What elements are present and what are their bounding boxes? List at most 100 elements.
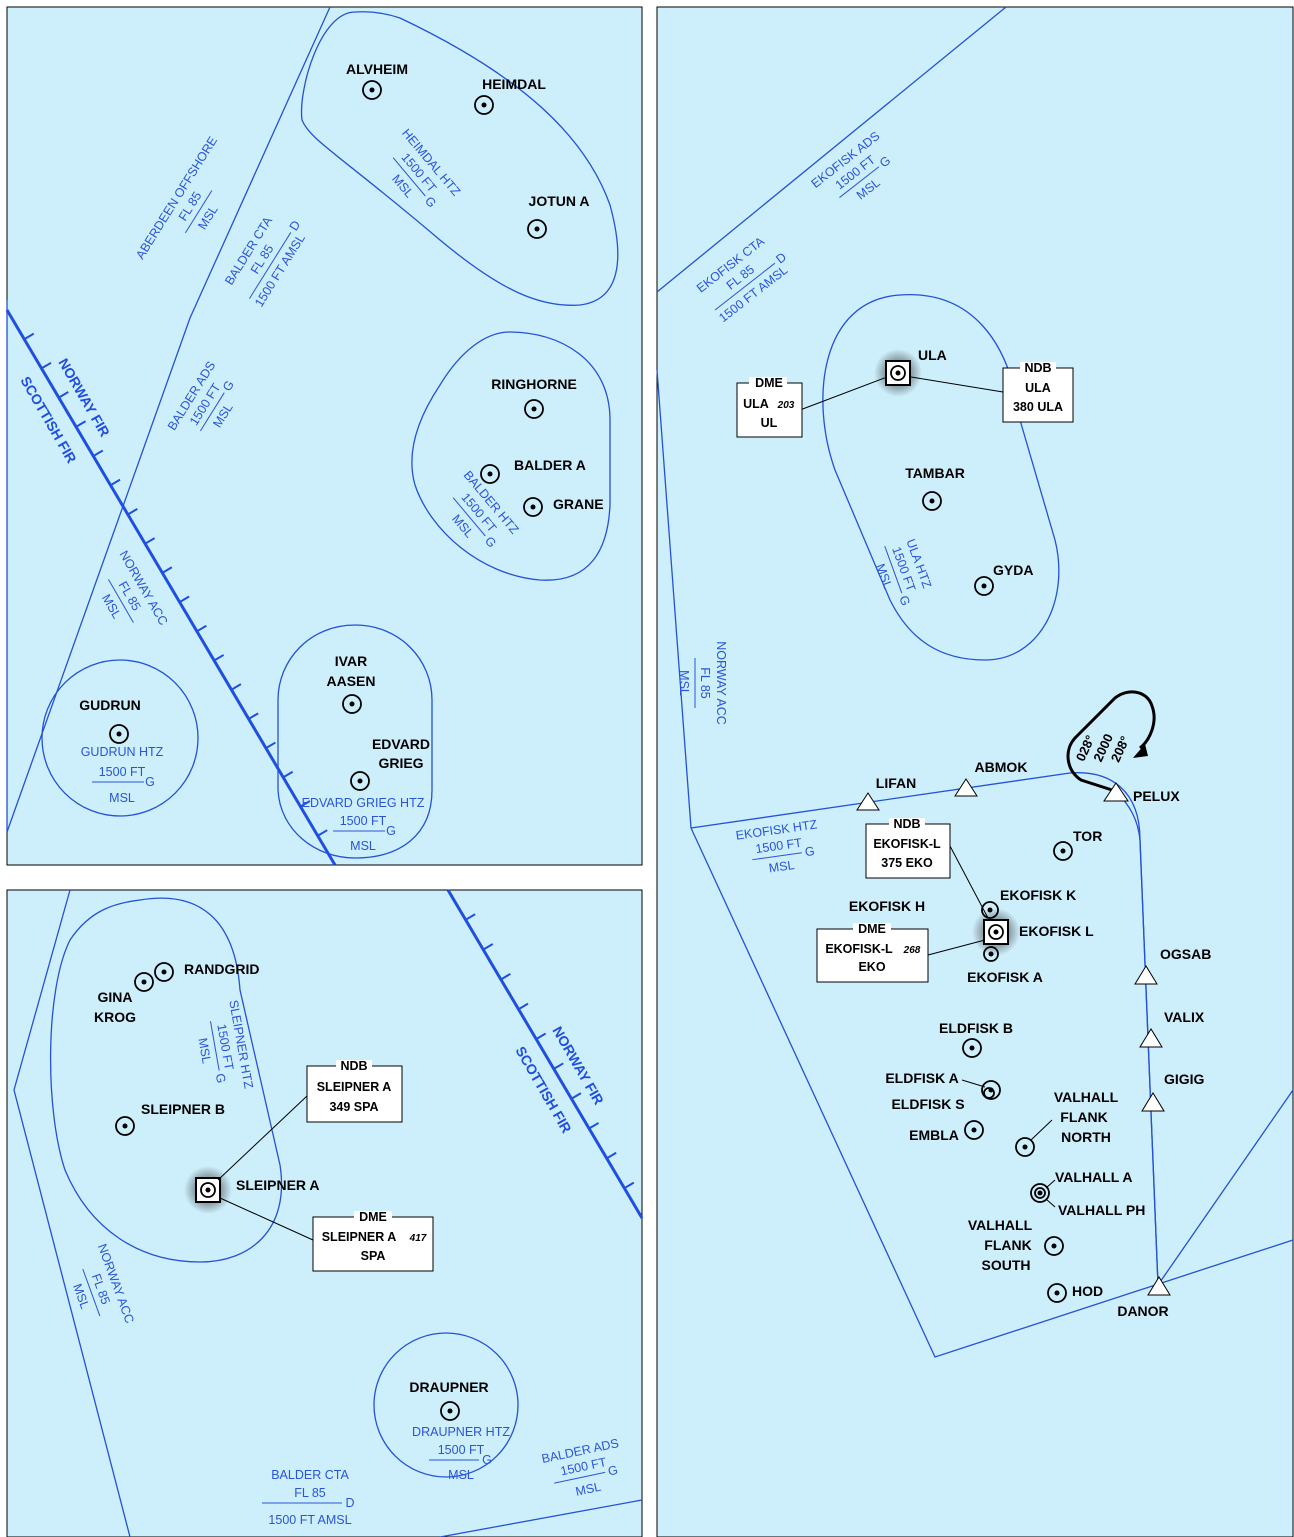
balder-ads-boundary — [439, 1499, 643, 1537]
svg-text:TOR: TOR — [1073, 828, 1102, 844]
fir-tick — [317, 829, 328, 837]
svg-text:ELDFISK S: ELDFISK S — [891, 1096, 964, 1112]
fir-tick — [299, 800, 311, 808]
svg-text:1500 FT: 1500 FT — [755, 836, 803, 856]
svg-text:VALHALL A: VALHALL A — [1055, 1169, 1133, 1185]
waypoint-pelux[interactable]: PELUX — [1103, 782, 1180, 804]
dme-ula-box[interactable]: DME ULA 203 UL — [736, 376, 803, 438]
platform-heimdal[interactable]: HEIMDAL — [474, 76, 546, 115]
platform-valhall-ph[interactable]: VALHALL PH — [1045, 1198, 1145, 1218]
platform-eldfisk-b[interactable]: ELDFISK B — [939, 1020, 1013, 1058]
svg-text:VALHALL: VALHALL — [968, 1217, 1033, 1233]
ndb-ula-box[interactable]: NDB ULA 380 ULA — [1002, 361, 1074, 423]
svg-text:SLEIPNER A: SLEIPNER A — [317, 1080, 392, 1094]
platform-gudrun[interactable]: GUDRUN — [79, 697, 141, 744]
svg-text:EKOFISK H: EKOFISK H — [849, 898, 925, 914]
waypoint-danor[interactable]: DANOR — [1117, 1276, 1171, 1319]
fir-tick — [75, 420, 87, 428]
svg-text:GINA: GINA — [98, 989, 133, 1005]
svg-text:SLEIPNER B: SLEIPNER B — [141, 1101, 225, 1117]
svg-text:ULA: ULA — [743, 397, 769, 411]
platform-hod[interactable]: HOD — [1047, 1283, 1103, 1303]
platform-randgrid[interactable]: RANDGRID — [154, 961, 259, 982]
fir-tick — [144, 537, 156, 545]
svg-text:GRANE: GRANE — [553, 496, 604, 512]
waypoint-abmok[interactable]: ABMOK — [954, 759, 1028, 797]
svg-text:ALVHEIM: ALVHEIM — [346, 61, 408, 77]
dme-ekofisk-box[interactable]: DME EKOFISK-L 268 EKO — [816, 922, 929, 983]
platform-edvard-grieg[interactable]: EDVARD GRIEG — [350, 736, 430, 791]
fir-boundary — [5, 309, 337, 866]
dme-sleipner-a-box[interactable]: DME SLEIPNER A 417 SPA — [312, 1210, 434, 1272]
fir-tick — [606, 1151, 617, 1160]
platform-ekofisk-l[interactable]: EKOFISK L — [972, 908, 1094, 956]
heimdal-htz-boundary — [300, 11, 619, 306]
platform-eldfisk-s[interactable]: ELDFISK S — [891, 1087, 995, 1112]
platform-grane[interactable]: GRANE — [523, 496, 604, 517]
fir-tick — [248, 712, 259, 720]
svg-text:G: G — [804, 844, 816, 859]
svg-text:DRAUPNER HTZ: DRAUPNER HTZ — [412, 1425, 510, 1439]
svg-text:JOTUN A: JOTUN A — [529, 193, 590, 209]
edvard-grieg-htz-airspace-label: EDVARD GRIEG HTZ 1500 FT G MSL — [302, 796, 425, 853]
svg-text:GIGIG: GIGIG — [1164, 1071, 1205, 1087]
fir-tick — [500, 972, 511, 981]
platform-valhall-a[interactable]: VALHALL A — [1030, 1169, 1133, 1203]
fir-tick — [570, 1092, 582, 1100]
platform-gyda[interactable]: GYDA — [974, 562, 1033, 596]
waypoint-valix[interactable]: VALIX — [1139, 1009, 1205, 1048]
svg-text:1500 FT: 1500 FT — [340, 814, 387, 828]
svg-text:DME: DME — [359, 1210, 387, 1224]
svg-text:MSL: MSL — [768, 858, 795, 875]
platform-valhall-flank-south[interactable]: VALHALL FLANK SOUTH — [968, 1217, 1064, 1273]
svg-text:RANDGRID: RANDGRID — [184, 961, 259, 977]
svg-text:349 SPA: 349 SPA — [329, 1100, 378, 1114]
platform-ekofisk-a[interactable]: EKOFISK A — [967, 946, 1043, 985]
svg-text:EKOFISK-L: EKOFISK-L — [873, 837, 941, 851]
svg-text:NDB: NDB — [1024, 361, 1051, 375]
gudrun-htz-boundary — [41, 659, 199, 817]
platform-sleipner-b[interactable]: SLEIPNER B — [115, 1101, 225, 1136]
waypoint-lifan[interactable]: LIFAN — [856, 775, 916, 811]
fir-tick — [535, 1032, 547, 1040]
norway-acc-airspace-label: NORWAY ACC FL 85 MSL — [677, 641, 728, 725]
fir-tick — [588, 1122, 600, 1130]
svg-text:ELDFISK A: ELDFISK A — [885, 1070, 958, 1086]
panel-bottom-left: NORWAY FIR SCOTTISH FIR SLEIPNER HTZ 150… — [6, 889, 644, 1537]
platform-ivar-aasen[interactable]: IVAR AASEN — [326, 653, 376, 714]
svg-text:ELDFISK B: ELDFISK B — [939, 1020, 1013, 1036]
platform-tor[interactable]: TOR — [1053, 828, 1102, 861]
fir-tick — [213, 654, 225, 662]
platform-balder-a[interactable]: BALDER A — [480, 457, 586, 484]
ndb-ekofisk-box[interactable]: NDB EKOFISK-L 375 EKO — [865, 817, 951, 879]
platform-valhall-flank-north[interactable]: VALHALL FLANK NORTH — [1015, 1089, 1119, 1157]
svg-text:203: 203 — [777, 400, 795, 411]
svg-text:G: G — [145, 775, 155, 789]
platform-tambar[interactable]: TAMBAR — [905, 465, 965, 511]
svg-text:IVAR: IVAR — [335, 653, 367, 669]
svg-text:KROG: KROG — [94, 1009, 136, 1025]
svg-text:OGSAB: OGSAB — [1160, 946, 1211, 962]
fir-tick — [230, 683, 242, 691]
svg-text:D: D — [345, 1496, 354, 1510]
platform-embla[interactable]: EMBLA — [909, 1120, 984, 1143]
svg-text:EKOFISK L: EKOFISK L — [1019, 923, 1094, 939]
svg-text:ABMOK: ABMOK — [975, 759, 1028, 775]
svg-text:HOD: HOD — [1072, 1283, 1103, 1299]
platform-ula[interactable]: ULA — [874, 347, 947, 397]
platform-ekofisk-h[interactable]: EKOFISK H — [849, 898, 925, 914]
platform-jotun-a[interactable]: JOTUN A — [527, 193, 590, 239]
platform-eldfisk-a[interactable]: ELDFISK A — [885, 1070, 1001, 1100]
svg-text:FL 85: FL 85 — [294, 1486, 326, 1500]
platform-ringhorne[interactable]: RINGHORNE — [491, 376, 577, 419]
svg-text:EKOFISK A: EKOFISK A — [967, 969, 1043, 985]
svg-text:MSL: MSL — [195, 1037, 213, 1065]
edvard-grieg-htz-boundary — [277, 624, 433, 859]
platform-alvheim[interactable]: ALVHEIM — [346, 61, 408, 100]
ndb-sleipner-a-box[interactable]: NDB SLEIPNER A 349 SPA — [306, 1059, 403, 1123]
waypoint-gigig[interactable]: GIGIG — [1141, 1071, 1205, 1112]
svg-text:NORTH: NORTH — [1061, 1129, 1111, 1145]
waypoint-ogsab[interactable]: OGSAB — [1134, 946, 1211, 985]
platform-gina-krog[interactable]: GINA KROG — [94, 972, 154, 1025]
platform-draupner[interactable]: DRAUPNER — [409, 1379, 489, 1421]
